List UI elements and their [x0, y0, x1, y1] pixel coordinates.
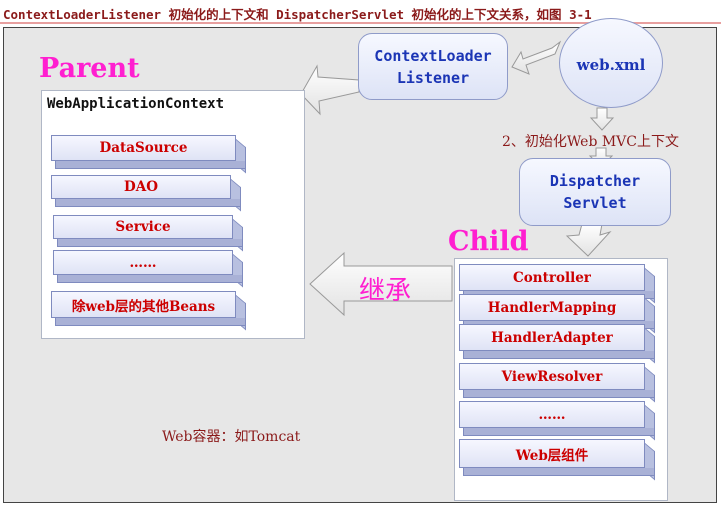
dispatcher-servlet-node: Dispatcher Servlet — [519, 158, 671, 226]
parent-bean-service: Service — [53, 215, 243, 252]
bean-label: DataSource — [51, 135, 236, 161]
parent-context-title: WebApplicationContext — [47, 96, 225, 112]
bean-label: …… — [53, 250, 233, 275]
dispatcher-line1: Dispatcher — [549, 172, 641, 190]
arrow-webxml-to-listener — [511, 40, 562, 75]
child-bean-ellipsis: …… — [459, 401, 655, 441]
child-bean-web-components: Web层组件 — [459, 439, 655, 481]
bean-label: Controller — [459, 264, 645, 291]
arrow-webxml-down — [589, 107, 615, 131]
bean-label: ViewResolver — [459, 363, 645, 390]
parent-bean-ellipsis: …… — [53, 250, 243, 288]
bean-label: DAO — [51, 175, 231, 199]
listener-line2: Listener — [396, 68, 470, 87]
bean-label: Service — [53, 215, 233, 239]
dispatcher-line2: Servlet — [563, 194, 627, 212]
bean-label: Web层组件 — [459, 439, 645, 468]
parent-bean-other: 除web层的其他Beans — [51, 291, 246, 331]
listener-line1: ContextLoader — [374, 46, 492, 65]
context-loader-listener-node: ContextLoader Listener — [358, 33, 508, 100]
parent-bean-dao: DAO — [51, 175, 241, 212]
child-bean-handler-adapter: HandlerAdapter — [459, 324, 655, 364]
step2-label: 2、初始化Web MVC上下文 — [502, 134, 680, 150]
web-xml-label: web.xml — [576, 56, 646, 74]
child-label: Child — [448, 226, 529, 257]
diagram-canvas: Parent WebApplicationContext DataSource … — [3, 18, 717, 503]
web-xml-node: web.xml — [559, 18, 663, 108]
caption-divider — [0, 22, 721, 24]
bean-label: 除web层的其他Beans — [51, 291, 236, 318]
arrow-layer — [300, 40, 615, 317]
child-bean-view-resolver: ViewResolver — [459, 363, 655, 403]
figure-caption: ContextLoaderListener 初始化的上下文和 Dispatche… — [3, 7, 592, 22]
arrow-dispatcher-to-child — [565, 223, 612, 257]
parent-bean-datasource: DataSource — [51, 135, 246, 174]
arrow-listener-to-parent — [300, 64, 360, 116]
bean-label: …… — [459, 401, 645, 428]
bean-label: HandlerMapping — [459, 294, 645, 321]
inherit-label: 继承 — [359, 276, 412, 306]
arrow-inherit — [309, 251, 453, 317]
parent-label: Parent — [39, 53, 140, 84]
bean-label: HandlerAdapter — [459, 324, 645, 351]
web-container-note: Web容器：如Tomcat — [162, 429, 301, 445]
